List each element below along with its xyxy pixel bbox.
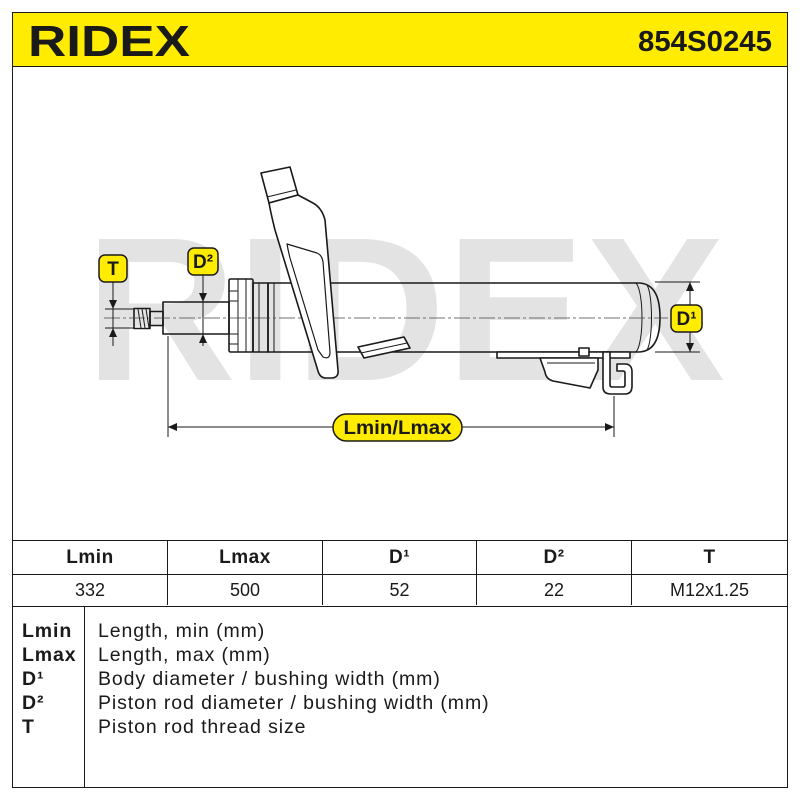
spring-seat-bracket [260,166,339,379]
legend-description: Piston rod thread size [98,716,307,738]
label-length-pill [332,413,463,442]
label-d2-box [187,247,219,276]
dimension-length-arrow-left [168,423,177,431]
thread-hatch [137,308,150,329]
shock-absorber-body [267,282,661,353]
table-value-t: M12x1.25 [669,579,750,600]
label-t: T [98,254,128,283]
brand-logo: RIDEX [28,17,190,66]
dimension-t [105,282,134,346]
label-d1-box [670,304,703,333]
end-cap-line-inner [635,282,643,353]
end-cap-line-outer [646,284,652,351]
legend-descriptions: Length, min (mm) Length, max (mm) Body d… [85,607,489,787]
legend-description: Piston rod diameter / bushing width (mm) [98,692,490,714]
table-value-d1: 52 [323,575,477,605]
header-band: RIDEX 854S0245 [13,13,787,67]
dimension-length-arrow-right [605,423,614,431]
dimension-labels: T D² D¹ Lmin/Lmax [98,247,703,442]
top-nut-teeth [229,290,238,345]
watermark-logo: RIDEX [85,195,725,424]
table-header-d1: D¹ [323,541,477,575]
legend-key: T [22,716,35,738]
knuckle-bracket-knob [578,347,590,357]
label-t-box [98,254,128,283]
sensor-bracket-line [360,342,408,354]
dimension-d2 [199,275,207,346]
legend-key: Lmax [22,644,77,666]
dimension-d1-arrow-down [686,343,694,352]
knuckle-bracket [496,347,631,389]
dimension-d2-arrow-up [199,334,207,343]
shock-absorber-outline [133,278,661,353]
dimension-t-arrow-up [109,328,117,337]
label-d1-text: D¹ [676,309,696,330]
dimension-d2-arrow-down [199,293,207,302]
spec-table: Lmin Lmax D¹ D² T 332 500 52 22 M12x1.25 [13,540,787,607]
legend-description: Body diameter / bushing width (mm) [98,668,441,690]
legend-keys: Lmin Lmax D¹ D² T [13,607,85,787]
bracket-fold-line [266,189,297,198]
label-d2: D² [187,247,219,276]
bracket-slot [286,243,331,359]
table-value-d2: 22 [477,575,632,605]
legend-key: D² [22,692,45,714]
label-length: Lmin/Lmax [332,413,463,442]
table-header-lmin: Lmin [13,541,168,575]
brake-hose-clip [602,351,633,395]
label-length-text: Lmin/Lmax [344,418,452,439]
legend-description: Length, max (mm) [98,644,271,666]
table-value-lmax: 500 [168,575,323,605]
label-d1: D¹ [670,304,703,333]
body-outline [267,282,661,353]
table-header-lmax: Lmax [168,541,323,575]
shock-absorber-drawing: RIDEX [85,166,725,442]
dimension-t-arrow-down [109,300,117,309]
label-d2-text: D² [193,252,213,273]
legend-key: Lmin [22,620,73,642]
table-header-d2: D² [477,541,632,575]
part-number: 854S0245 [638,26,772,58]
sensor-bracket [357,336,411,359]
mounting-parts [260,166,633,395]
table-header-t: T [632,541,787,575]
legend: Lmin Lmax D¹ D² T Length, min (mm) Lengt… [13,607,787,787]
label-t-text: T [107,259,119,280]
legend-key: D¹ [22,668,45,690]
dimension-d1-arrow-up [686,282,694,291]
legend-description: Length, min (mm) [98,620,266,642]
bracket-plate [268,194,339,379]
knuckle-bracket-flange [539,357,599,389]
header-graphics: RIDEX 854S0245 [28,17,772,66]
table-value-lmin: 332 [13,575,168,605]
